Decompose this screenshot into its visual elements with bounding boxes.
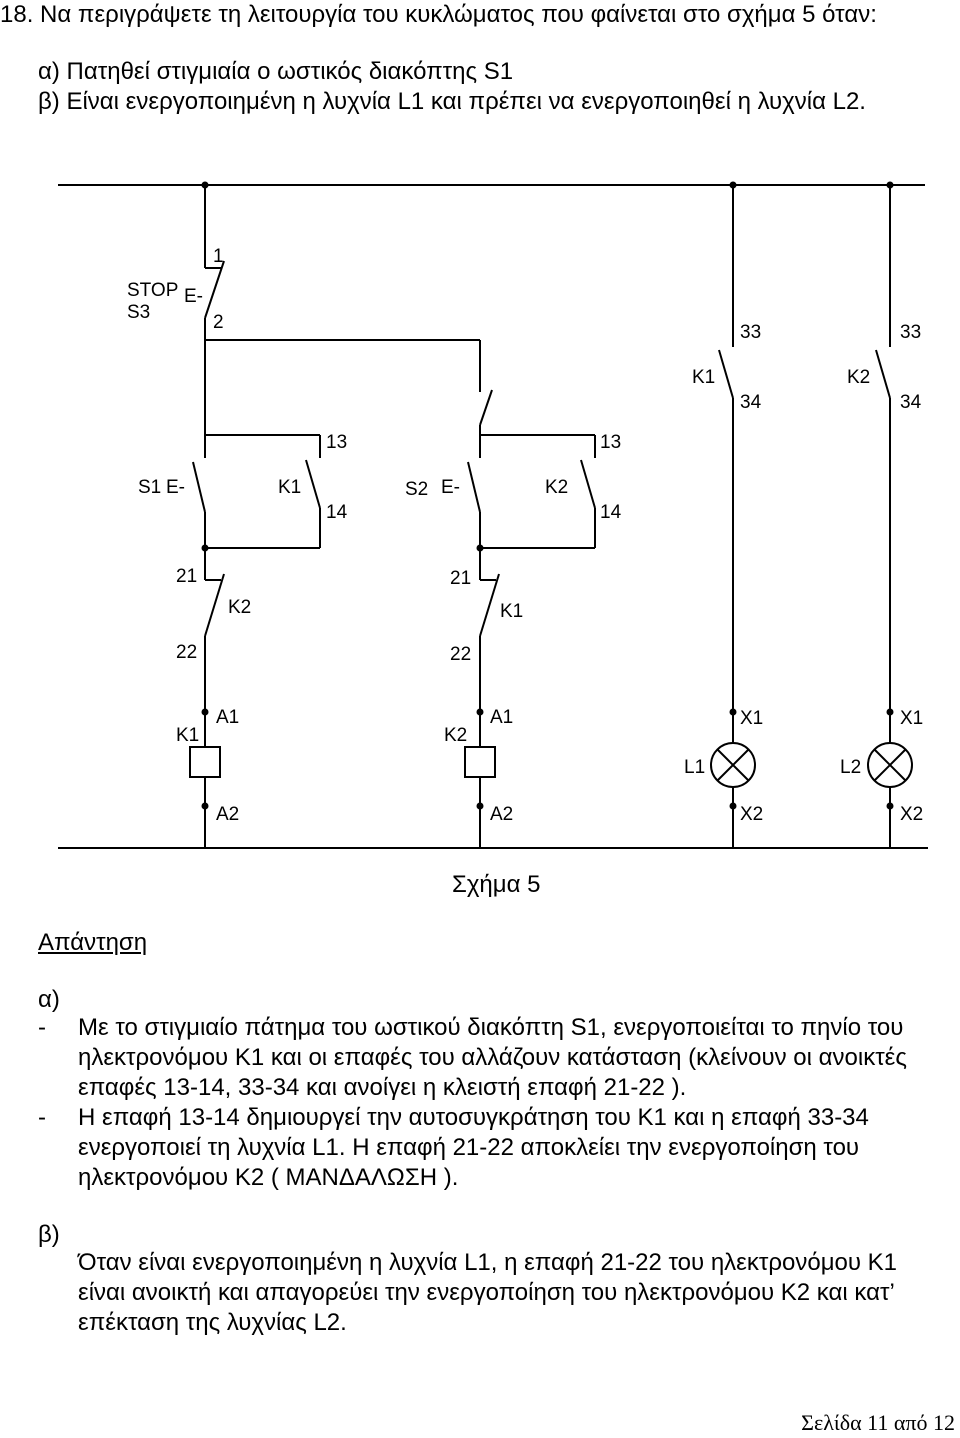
branch-k1	[204, 185, 480, 848]
lamp-cross	[716, 748, 750, 782]
k2-holding-contact: K2 13 14	[545, 432, 622, 523]
bullet-marker: -	[38, 1014, 46, 1041]
answer-line: Η επαφή 13-14 δημιουργεί την αυτοσυγκράτ…	[78, 1104, 869, 1131]
push-actuator-symbol: E-	[441, 477, 460, 498]
contact-blade	[305, 459, 321, 509]
terminal-label: A1	[216, 707, 239, 728]
component-name: STOP	[127, 280, 178, 301]
question-title: 18. Να περιγράψετε τη λειτουργία του κυκ…	[0, 1, 877, 28]
terminal-label: 34	[740, 392, 762, 413]
terminal-label: 13	[326, 432, 347, 453]
contact-blade	[204, 573, 225, 637]
answer-line: Με το στιγμιαίο πάτημα του ωστικού διακό…	[78, 1014, 904, 1041]
wire-break	[479, 389, 493, 426]
contact-blade	[204, 260, 225, 319]
answer-line: ηλεκτρονόμου Κ2 ( ΜΑΝΔΑΛΩΣΗ ).	[78, 1164, 459, 1191]
terminal-label: 14	[326, 502, 348, 523]
contact-blade	[192, 461, 206, 513]
component-tag: S2	[405, 479, 428, 500]
bullet-marker: -	[38, 1104, 46, 1131]
push-actuator-symbol: E-	[184, 286, 203, 307]
answer-line: επαφές 13-14, 33-34 και ανοίγει η κλειστ…	[78, 1074, 687, 1101]
terminal-label: X2	[740, 804, 763, 825]
terminal-label: A1	[490, 707, 513, 728]
contact-blade	[467, 461, 481, 513]
answer-line: είναι ανοικτή και απαγορεύει την ενεργοπ…	[78, 1279, 895, 1306]
k1-holding-contact: K1 13 14	[278, 432, 348, 523]
component-tag: K2	[228, 597, 251, 618]
contact-blade	[718, 349, 734, 399]
terminal-label: 22	[176, 642, 197, 663]
figure-caption: Σχήμα 5	[452, 871, 541, 898]
terminal-label: 1	[213, 246, 224, 267]
terminal-label: 14	[600, 502, 622, 523]
k1-interlock-contact: 21 K1 22	[450, 568, 523, 665]
contact-blade	[479, 573, 500, 637]
push-actuator-symbol: E-	[166, 477, 185, 498]
k2-coil: K2 A1 A2	[444, 707, 513, 825]
lamp-cross	[873, 748, 907, 782]
question-case-b: β) Είναι ενεργοποιημένη η λυχνία L1 και …	[38, 88, 866, 115]
component-tag: K1	[176, 725, 199, 746]
lamp-l1: L1 X1 X2	[684, 708, 763, 825]
terminal-label: 13	[600, 432, 621, 453]
terminal-label: 34	[900, 392, 922, 413]
terminal-label: A2	[216, 804, 239, 825]
start-button-s1: S1 E-	[138, 461, 206, 513]
contact-blade	[580, 459, 596, 509]
component-tag: K1	[500, 601, 523, 622]
component-tag: L2	[840, 757, 861, 778]
component-tag: K2	[545, 477, 568, 498]
component-tag: L1	[684, 757, 705, 778]
answer-part-a-label: α)	[38, 986, 60, 1013]
terminal-label: 33	[740, 322, 761, 343]
terminal-label: X1	[740, 708, 763, 729]
k2-lamp-contact: K2 33 34	[847, 322, 922, 413]
terminal-label: 22	[450, 644, 471, 665]
branch-k2	[479, 340, 596, 848]
terminal-label: 2	[213, 312, 224, 333]
stop-button-s3: 1 STOP S3 E- 2	[127, 246, 225, 333]
terminal-label: 33	[900, 322, 921, 343]
circuit-diagram: 1 STOP S3 E- 2 S1 E- K1 13 14 21 K2 22	[58, 181, 928, 849]
lamp-l2: L2 X1 X2	[840, 708, 923, 825]
answer-line: Όταν είναι ενεργοποιημένη η λυχνία L1, η…	[78, 1249, 898, 1276]
page-number: Σελίδα 11 από 12	[801, 1410, 955, 1435]
answer-line: ηλεκτρονόμου Κ1 και οι επαφές του αλλάζο…	[78, 1044, 907, 1071]
component-tag: S3	[127, 302, 150, 323]
k1-coil: K1 A1 A2	[176, 707, 239, 825]
component-tag: K2	[847, 367, 870, 388]
component-tag: K1	[278, 477, 301, 498]
power-rails	[58, 184, 928, 849]
coil-symbol	[464, 746, 496, 778]
question-case-a: α) Πατηθεί στιγμιαία ο ωστικός διακόπτης…	[38, 58, 514, 85]
lamp-icon	[867, 742, 913, 788]
contact-blade	[875, 349, 891, 399]
component-tag: K1	[692, 367, 715, 388]
terminal-label: X1	[900, 708, 923, 729]
answer-part-b-label: β)	[38, 1221, 60, 1248]
component-tag: K2	[444, 725, 467, 746]
terminal-label: 21	[176, 566, 197, 587]
answer-heading: Απάντηση	[38, 929, 148, 956]
coil-symbol	[189, 746, 221, 778]
start-button-s2: S2 E-	[405, 461, 481, 513]
terminal-label: 21	[450, 568, 471, 589]
terminal-label: X2	[900, 804, 923, 825]
k2-interlock-contact: 21 K2 22	[176, 566, 251, 663]
component-tag: S1	[138, 477, 161, 498]
answer-line: επέκταση της λυχνίας L2.	[78, 1309, 347, 1336]
terminal-label: A2	[490, 804, 513, 825]
k1-lamp-contact: K1 33 34	[692, 322, 762, 413]
answer-line: ενεργοποιεί τη λυχνία L1. Η επαφή 21-22 …	[78, 1134, 860, 1161]
lamp-icon	[710, 742, 756, 788]
